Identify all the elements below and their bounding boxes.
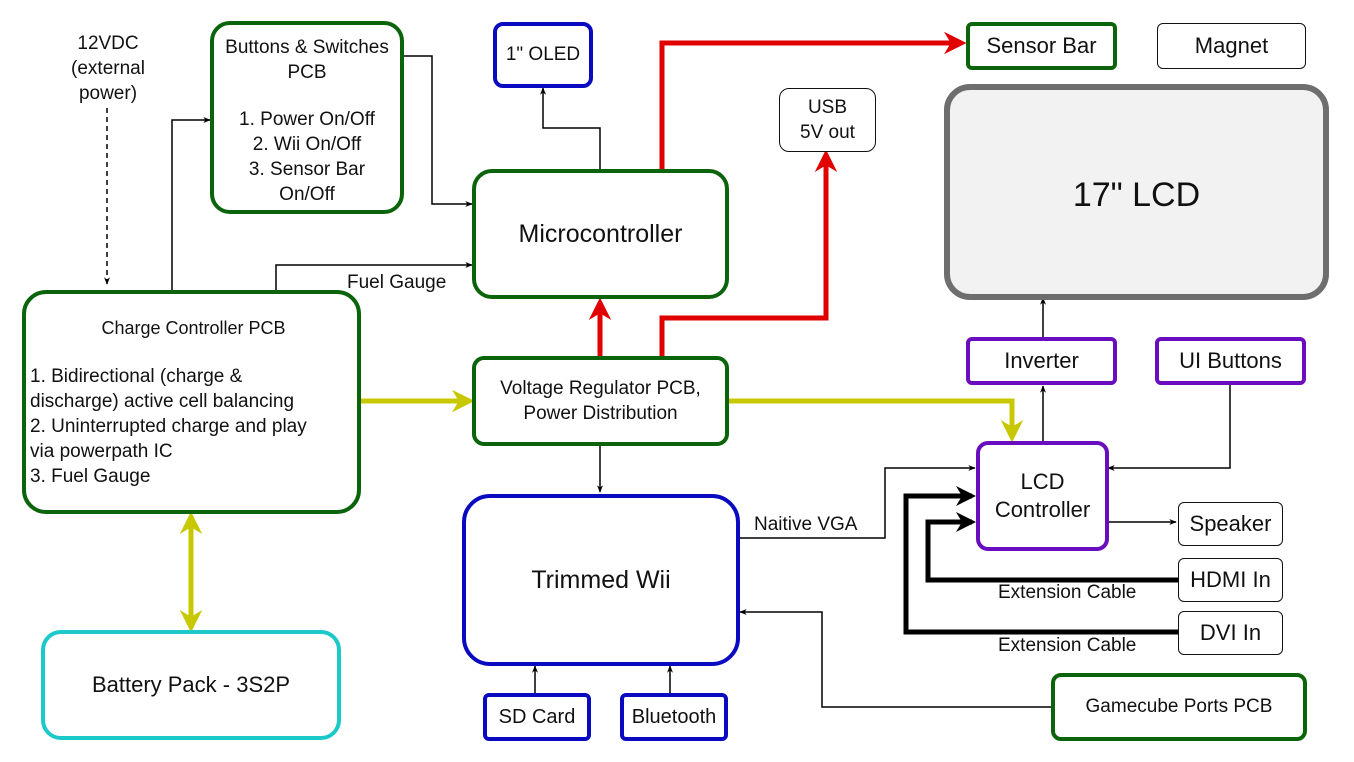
ext-cable-hdmi-label: Extension Cable xyxy=(998,582,1137,603)
voltage-regulator-pcb: Voltage Regulator PCB, Power Distributio… xyxy=(472,356,729,446)
speaker-label: Speaker xyxy=(1189,511,1272,536)
inverter-label: Inverter xyxy=(1004,348,1079,373)
wire-regulator-to-lcdctrl xyxy=(729,398,1024,443)
charge-controller-pcb: Charge Controller PCB 1. Bidirectional (… xyxy=(22,290,361,514)
ui-buttons-label: UI Buttons xyxy=(1179,348,1282,373)
lcd-label: 17" LCD xyxy=(1072,176,1201,214)
usb-5v-out: USB 5V out xyxy=(779,88,876,152)
oled-label: 1" OLED xyxy=(505,44,581,65)
trimmed-wii-label: Trimmed Wii xyxy=(531,565,671,594)
microcontroller: Microcontroller xyxy=(472,169,729,299)
sd-card-label: SD Card xyxy=(498,705,576,728)
wire-micro-to-oled xyxy=(540,87,601,170)
dvi-in-label: DVI In xyxy=(1199,620,1262,645)
sensor-bar-label: Sensor Bar xyxy=(986,33,1097,58)
ext-cable-dvi-label: Extension Cable xyxy=(998,635,1137,656)
lcd-panel: 17" LCD xyxy=(944,84,1329,300)
hdmi-in-label: HDMI In xyxy=(1190,567,1271,592)
speaker: Speaker xyxy=(1178,502,1283,546)
microcontroller-label: Microcontroller xyxy=(518,219,683,248)
sd-card: SD Card xyxy=(483,693,591,741)
buttons-pcb-items: 1. Power On/Off 2. Wii On/Off 3. Sensor … xyxy=(239,109,375,205)
wire-dvi-extension xyxy=(903,486,1178,635)
dvi-in: DVI In xyxy=(1178,611,1283,655)
charge-controller-items: 1. Bidirectional (charge & discharge) ac… xyxy=(30,366,307,487)
buttons-pcb-title: Buttons & Switches PCB xyxy=(225,37,389,83)
battery-pack-label: Battery Pack - 3S2P xyxy=(91,672,291,697)
gamecube-ports-label: Gamecube Ports PCB xyxy=(1085,696,1273,717)
oled-display: 1" OLED xyxy=(493,22,593,88)
wire-charge-to-buttons xyxy=(171,117,211,292)
ui-buttons: UI Buttons xyxy=(1155,337,1306,385)
magnet-label: Magnet xyxy=(1194,33,1269,58)
gamecube-ports-pcb: Gamecube Ports PCB xyxy=(1051,673,1307,741)
battery-pack: Battery Pack - 3S2P xyxy=(41,630,341,740)
voltage-regulator-label: Voltage Regulator PCB, Power Distributio… xyxy=(500,378,701,424)
external-power-label: 12VDC (external power) xyxy=(71,33,145,104)
wire-micro-to-sensorbar xyxy=(659,31,967,170)
hdmi-in: HDMI In xyxy=(1178,558,1283,602)
wire-regulator-to-usb xyxy=(659,149,838,358)
wire-buttons-to-micro xyxy=(403,55,473,207)
inverter: Inverter xyxy=(966,337,1117,385)
sensor-bar: Sensor Bar xyxy=(966,22,1117,70)
wire-vga-to-lcdctrl xyxy=(740,465,976,539)
bluetooth-label: Bluetooth xyxy=(631,705,717,728)
magnet: Magnet xyxy=(1157,23,1306,69)
bluetooth: Bluetooth xyxy=(620,693,728,741)
lcd-controller-label: LCD Controller xyxy=(994,469,1091,522)
lcd-controller: LCD Controller xyxy=(976,441,1109,551)
fuel-gauge-label: Fuel Gauge xyxy=(347,272,447,293)
wire-gamecube-to-wii xyxy=(739,609,1052,708)
charge-controller-title: Charge Controller PCB xyxy=(101,318,286,338)
wire-uibuttons-to-lcdctrl xyxy=(1107,384,1231,471)
wire-hdmi-extension xyxy=(925,512,1178,583)
wire-fuel-gauge xyxy=(275,262,473,292)
usb-label: USB 5V out xyxy=(800,97,855,143)
buttons-switches-pcb: Buttons & Switches PCB 1. Power On/Off 2… xyxy=(210,21,404,214)
native-vga-label: Naitive VGA xyxy=(754,514,858,535)
trimmed-wii: Trimmed Wii xyxy=(462,494,740,666)
